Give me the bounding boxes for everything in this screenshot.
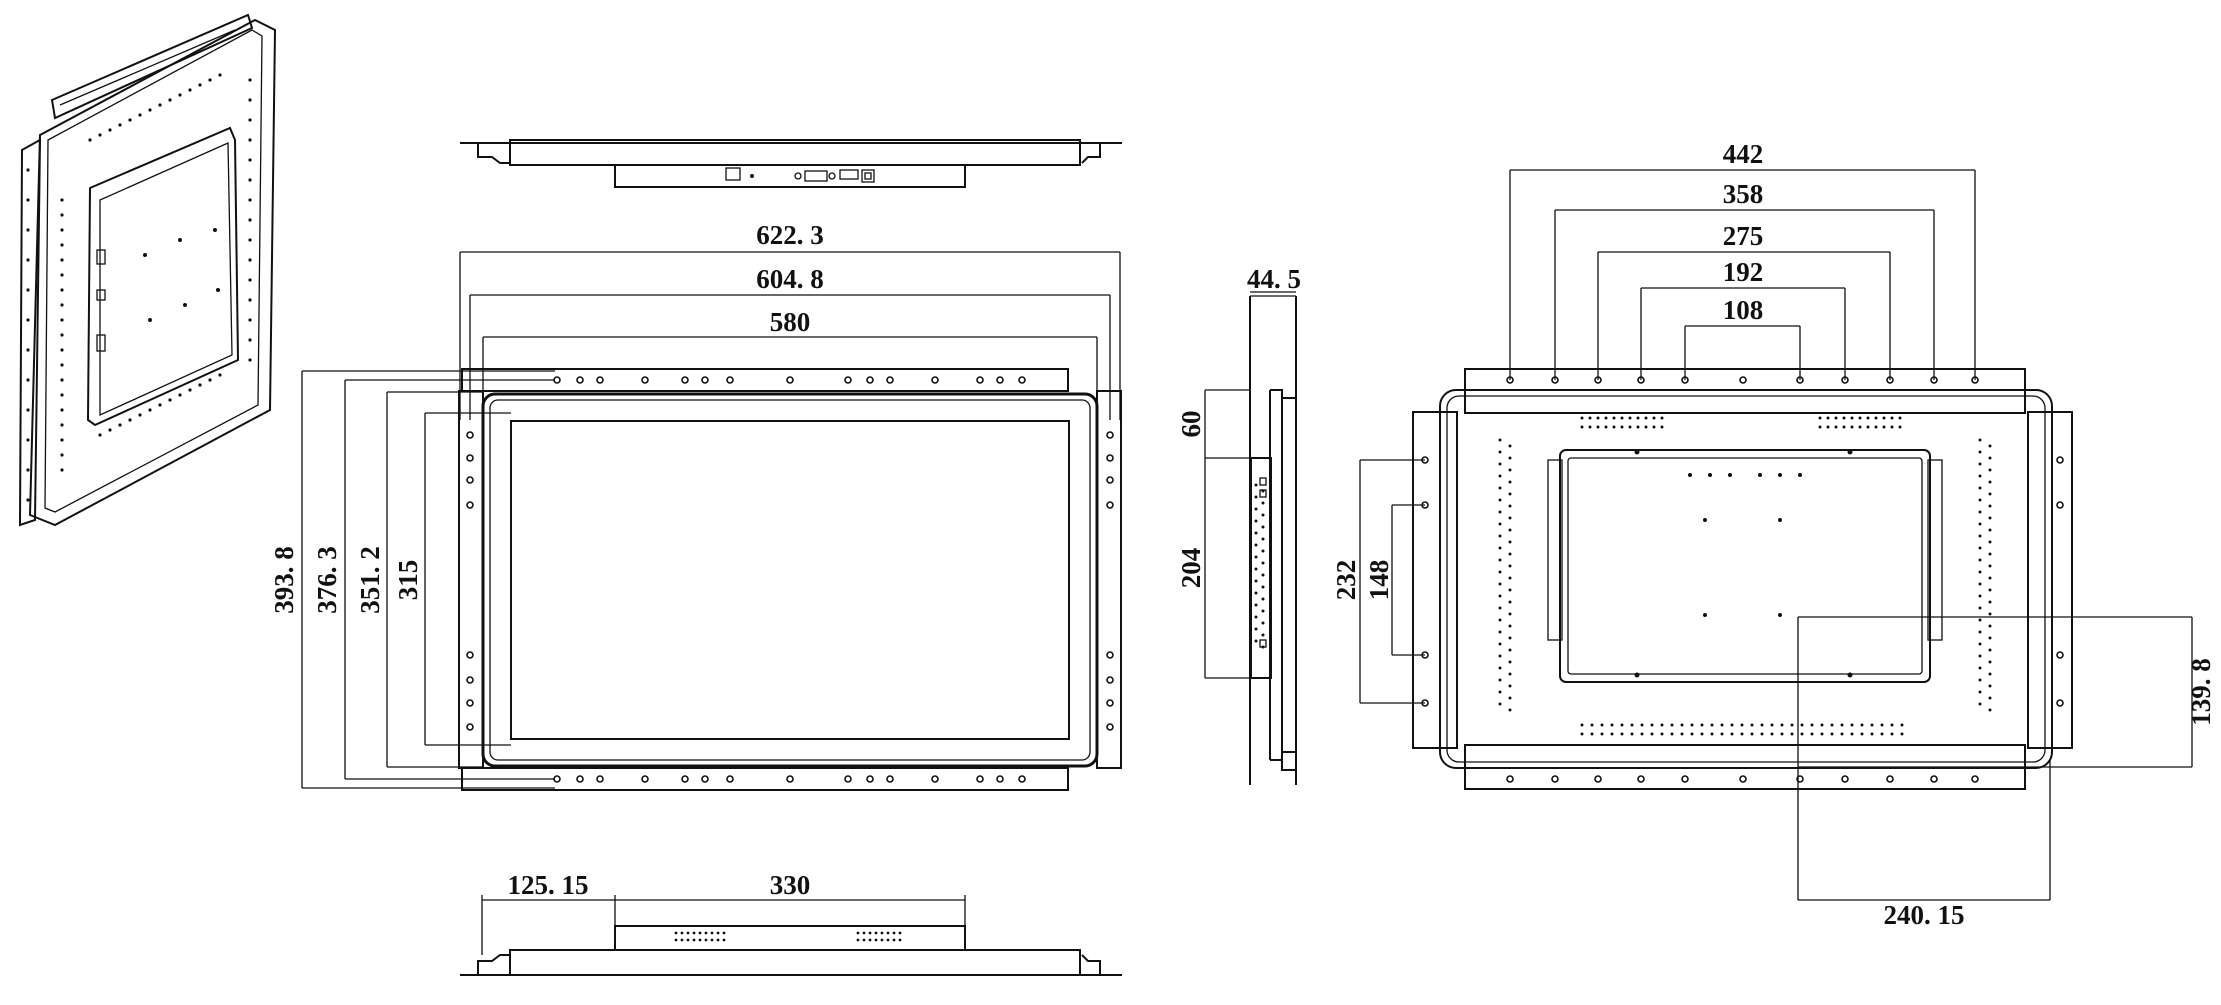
dim-bottom-box-width: 330 <box>770 870 811 900</box>
rear-view: 442 358 275 192 108 232 148 139. 8 240. … <box>1331 139 2216 930</box>
rear-vent-dots <box>1498 416 1992 736</box>
front-side-holes <box>466 431 1114 731</box>
dim-bottom-left-offset: 125. 15 <box>508 870 589 900</box>
dim-rear-v-right: 139. 8 <box>2186 658 2216 726</box>
dim-front-height-3: 351. 2 <box>355 546 385 614</box>
rear-top-holes <box>1421 376 2064 783</box>
perspective-vent-dots <box>26 73 252 502</box>
dim-front-width-inner: 580 <box>770 307 811 337</box>
dim-rear-v2: 148 <box>1364 560 1394 601</box>
top-view <box>460 139 1122 188</box>
side-vent-dots <box>1254 483 1265 649</box>
dim-side-offset: 60 <box>1176 411 1206 438</box>
dim-front-width-mid: 604. 8 <box>756 264 824 294</box>
dim-rear-v1: 232 <box>1331 560 1361 601</box>
dim-rear-h-bottom: 240. 15 <box>1884 900 1965 930</box>
front-top-holes <box>553 376 1026 384</box>
bottom-view: 125. 15 330 <box>460 870 1122 976</box>
perspective-view <box>18 13 277 527</box>
dim-side-depth: 44. 5 <box>1247 264 1301 294</box>
bottom-vent-dots <box>674 931 902 942</box>
front-bottom-holes <box>553 775 1026 783</box>
dim-front-height-outer: 393. 8 <box>269 546 299 614</box>
dim-rear-h2: 358 <box>1723 179 1764 209</box>
dim-front-height-2: 376. 3 <box>312 546 342 614</box>
dim-rear-h4: 192 <box>1723 257 1764 287</box>
dim-front-height-inner: 315 <box>393 560 423 601</box>
dim-rear-h5: 108 <box>1723 295 1764 325</box>
dim-rear-h1: 442 <box>1723 139 1764 169</box>
dim-front-width-outer: 622. 3 <box>756 220 824 250</box>
front-view: 622. 3 604. 8 580 393. 8 376. 3 351. 2 3… <box>269 220 1122 791</box>
dim-side-height: 204 <box>1176 548 1206 589</box>
dim-rear-h3: 275 <box>1723 221 1764 251</box>
side-view: 44. 5 60 204 <box>1176 264 1301 785</box>
